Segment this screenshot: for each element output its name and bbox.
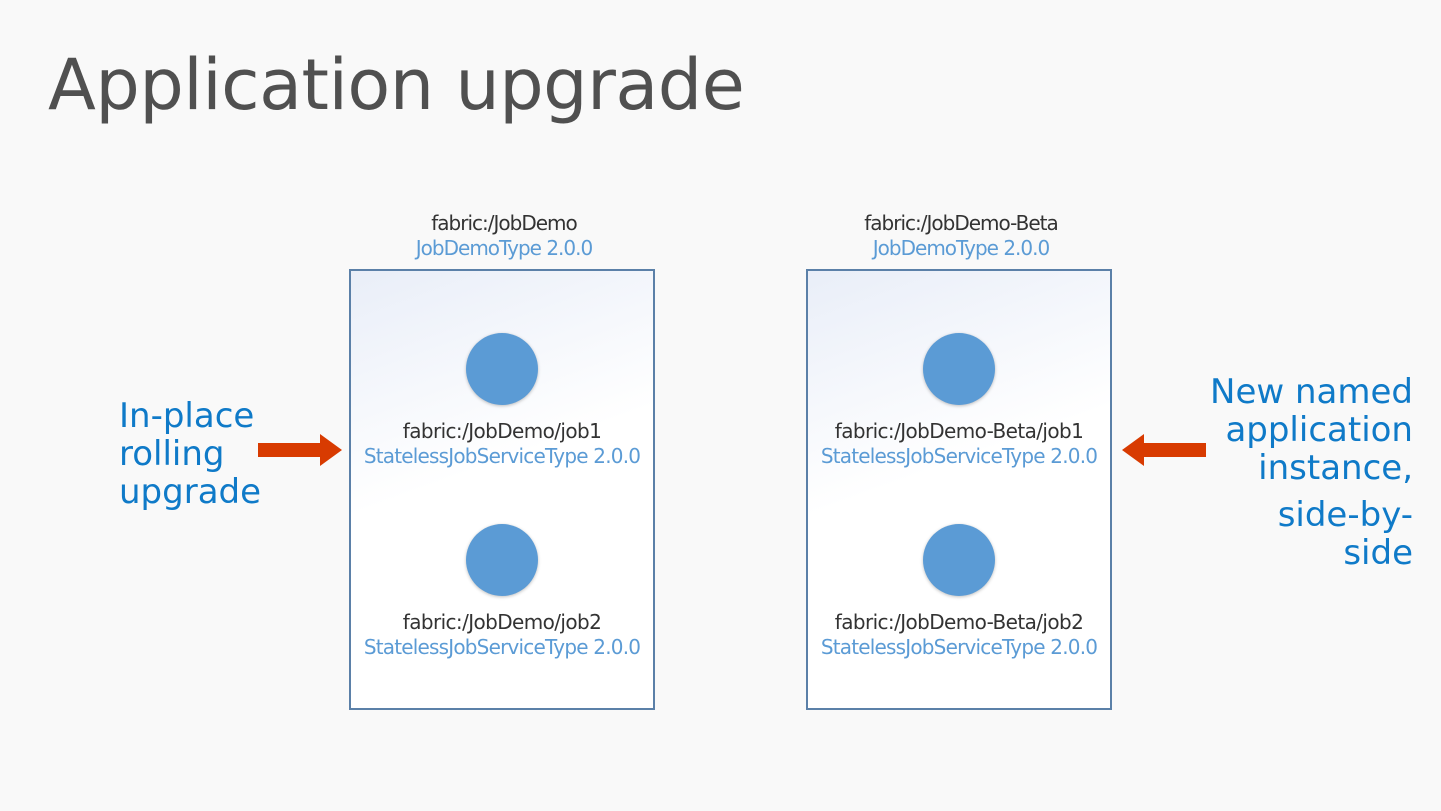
callout-line: upgrade [119,472,262,512]
service-name: fabric:/JobDemo/job1 [402,419,602,443]
service-name: fabric:/JobDemo-Beta/job1 [834,419,1084,443]
callout-line: In-place [119,396,255,436]
app-name: fabric:/JobDemo [431,211,578,235]
app-name: fabric:/JobDemo-Beta [864,211,1059,235]
callout-in-place-upgrade: In-place rolling upgrade [119,397,319,511]
page-title: Application upgrade [48,44,745,126]
service-type: StatelessJobServiceType 2.0.0 [820,444,1098,468]
service-type: StatelessJobServiceType 2.0.0 [363,635,641,659]
app-header-jobdemo-beta: fabric:/JobDemo-Beta JobDemoType 2.0.0 [801,211,1121,261]
callout-line: instance, [1258,448,1413,488]
callout-line: side-by- [1277,495,1413,535]
callout-line: application [1225,410,1413,450]
app-box-jobdemo-beta: fabric:/JobDemo-Beta/job1 StatelessJobSe… [806,269,1112,710]
service-jobdemo-job1: fabric:/JobDemo/job1 StatelessJobService… [351,333,653,469]
app-type: JobDemoType 2.0.0 [872,236,1050,260]
service-jobdemo-beta-job1: fabric:/JobDemo-Beta/job1 StatelessJobSe… [808,333,1110,469]
service-name: fabric:/JobDemo/job2 [402,610,602,634]
app-type: JobDemoType 2.0.0 [415,236,593,260]
service-circle [466,524,538,596]
app-header-jobdemo: fabric:/JobDemo JobDemoType 2.0.0 [344,211,664,261]
service-jobdemo-beta-job2: fabric:/JobDemo-Beta/job2 StatelessJobSe… [808,524,1110,660]
callout-line: New named [1210,372,1413,412]
service-circle [923,524,995,596]
arrow-left-icon [1122,434,1206,466]
callout-line: side [1343,533,1413,573]
app-box-jobdemo: fabric:/JobDemo/job1 StatelessJobService… [349,269,655,710]
callout-side-by-side: New named application instance, side-by-… [1113,373,1413,572]
service-type: StatelessJobServiceType 2.0.0 [363,444,641,468]
arrow-right-icon [258,434,342,466]
service-circle [923,333,995,405]
callout-line: rolling [119,434,225,474]
service-type: StatelessJobServiceType 2.0.0 [820,635,1098,659]
service-name: fabric:/JobDemo-Beta/job2 [834,610,1084,634]
service-circle [466,333,538,405]
arrow-left-shape [1122,434,1206,466]
arrow-right-shape [258,434,342,466]
service-jobdemo-job2: fabric:/JobDemo/job2 StatelessJobService… [351,524,653,660]
